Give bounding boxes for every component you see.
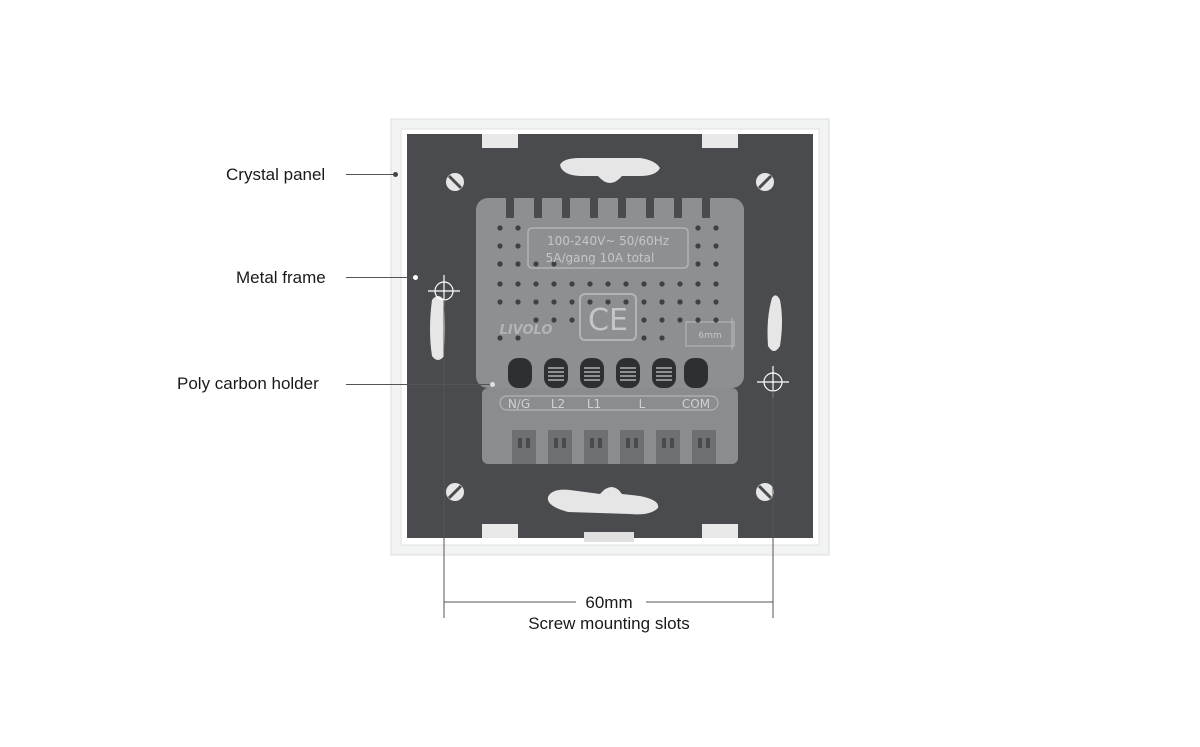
crystal-panel-dot (393, 172, 398, 177)
poly-carbon-holder (476, 198, 744, 464)
dimension-caption: Screw mounting slots (528, 614, 690, 633)
terminal-label-l: L (639, 397, 646, 411)
crystal-panel-leader (346, 174, 394, 175)
rating-line-1: 100-240V~ 50/60Hz (547, 234, 669, 248)
metal-frame-dot (413, 275, 418, 280)
terminal-label-l2: L2 (551, 397, 565, 411)
metal-frame-leader (346, 277, 414, 278)
brand-logo: LIVOLO (500, 323, 553, 338)
ce-mark: CE (588, 303, 628, 338)
terminal-label-l1: L1 (587, 397, 601, 411)
terminal-label-ng: N/G (508, 397, 530, 411)
metal-frame-label: Metal frame (236, 268, 326, 287)
poly-carbon-holder-dot (490, 382, 495, 387)
crystal-panel-label: Crystal panel (226, 165, 326, 184)
dimension-value: 60mm (585, 593, 633, 612)
dimension-line (443, 300, 774, 618)
rating-line-2: 5A/gang 10A total (546, 251, 655, 265)
strip-gauge-label: 6mm (698, 331, 721, 341)
poly-carbon-holder-label: Poly carbon holder (177, 374, 319, 393)
terminal-label-com: COM (682, 397, 710, 411)
poly-carbon-holder-leader (346, 384, 492, 385)
